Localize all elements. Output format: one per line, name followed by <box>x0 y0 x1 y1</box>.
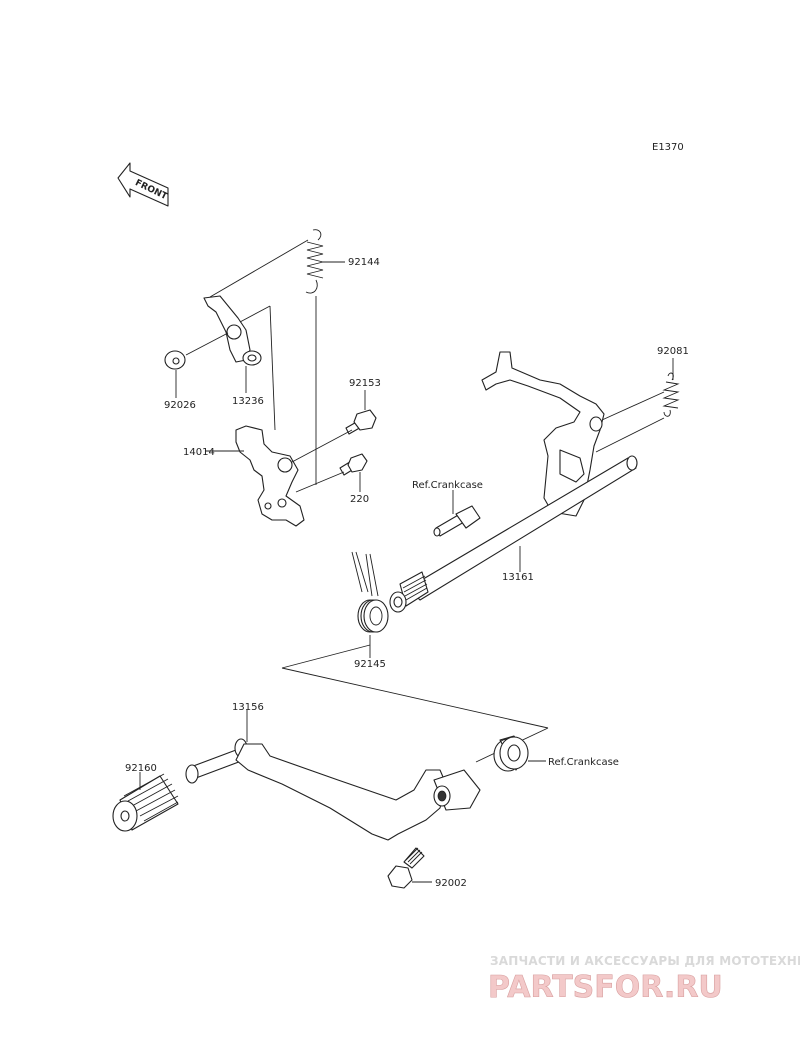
pedal-rubber-92160 <box>112 773 179 832</box>
label-13236: 13236 <box>232 396 264 407</box>
crankcase-washer <box>493 735 529 772</box>
spring-92145 <box>351 551 389 633</box>
label-92160: 92160 <box>125 763 157 774</box>
watermark-tagline: ЗАПЧАСТИ И АКСЕССУАРЫ ДЛЯ МОТОТЕХНИКИ <box>490 954 800 968</box>
label-92153: 92153 <box>349 378 381 389</box>
diagram-code: E1370 <box>652 142 684 153</box>
shift-pedal-13156 <box>185 738 481 841</box>
spring-92081 <box>662 372 680 417</box>
washer-92026 <box>164 350 186 370</box>
shift-arm-14014 <box>235 425 305 527</box>
shift-shaft-13161 <box>389 351 638 613</box>
spring-92144 <box>305 229 345 294</box>
label-92081: 92081 <box>657 346 689 357</box>
bolt-220 <box>339 453 368 476</box>
label-92144: 92144 <box>348 257 380 268</box>
label-13156: 13156 <box>232 702 264 713</box>
label-92002: 92002 <box>435 878 467 889</box>
label-13161: 13161 <box>502 572 534 583</box>
label-92145: 92145 <box>354 659 386 670</box>
label-92026: 92026 <box>164 400 196 411</box>
watermark-logo: PARTSFOR.RU <box>488 970 723 1005</box>
label-14014: 14014 <box>183 447 215 458</box>
bolt-92002 <box>387 847 425 889</box>
label-ref-crankcase-1: Ref.Crankcase <box>412 480 483 491</box>
front-arrow-icon: FRONT <box>117 162 169 207</box>
label-220: 220 <box>350 494 369 505</box>
shift-arm-plate <box>203 295 262 366</box>
crankcase-stud <box>433 505 481 537</box>
label-ref-crankcase-2: Ref.Crankcase <box>548 757 619 768</box>
